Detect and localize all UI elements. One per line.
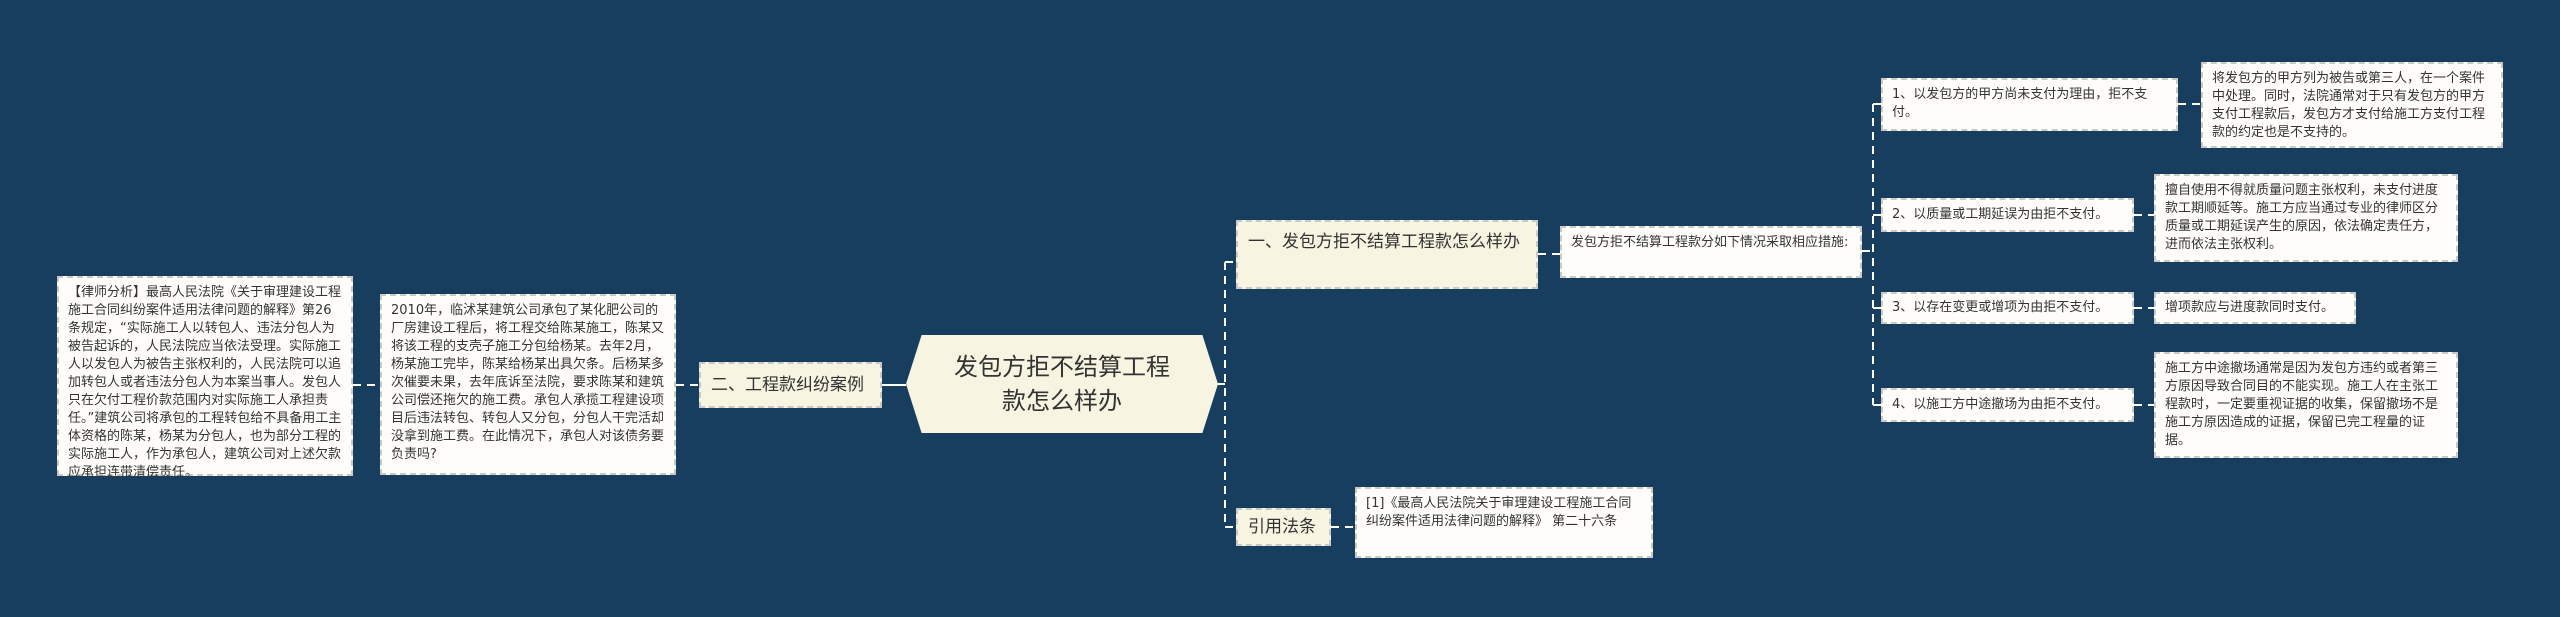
branch1-intro-node[interactable]: 发包方拒不结算工程款分如下情况采取相应措施: xyxy=(1560,226,1862,278)
branch2-node[interactable]: 引用法条 xyxy=(1236,508,1331,546)
item1-node[interactable]: 1、以发包方的甲方尚未支付为理由，拒不支付。 xyxy=(1881,78,2178,131)
branch1-node[interactable]: 一、发包方拒不结算工程款怎么样办 xyxy=(1236,220,1538,289)
item1-detail-node[interactable]: 将发包方的甲方列为被告或第三人，在一个案件中处理。同时，法院通常对于只有发包方的… xyxy=(2201,62,2503,148)
item2-node[interactable]: 2、以质量或工期延误为由拒不支付。 xyxy=(1881,198,2134,232)
analysis-node[interactable]: 【律师分析】最高人民法院《关于审理建设工程施工合同纠纷案件适用法律问题的解释》第… xyxy=(57,276,353,480)
item3-node[interactable]: 3、以存在变更或增项为由拒不支付。 xyxy=(1881,292,2134,324)
case-branch-node[interactable]: 二、工程款纠纷案例 xyxy=(699,362,882,408)
case-node[interactable]: 2010年，临沭某建筑公司承包了某化肥公司的厂房建设工程后，将工程交给陈某施工，… xyxy=(380,294,676,475)
central-topic[interactable]: 发包方拒不结算工程款怎么样办 xyxy=(906,335,1218,433)
item2-detail-node[interactable]: 擅自使用不得就质量问题主张权利，未支付进度款工期顺延等。施工方应当通过专业的律师… xyxy=(2154,174,2458,262)
citation-node[interactable]: [1]《最高人民法院关于审理建设工程施工合同纠纷案件适用法律问题的解释》 第二十… xyxy=(1355,487,1653,558)
item4-node[interactable]: 4、以施工方中途撤场为由拒不支付。 xyxy=(1881,388,2134,422)
item4-detail-node[interactable]: 施工方中途撤场通常是因为发包方违约或者第三方原因导致合同目的不能实现。施工人在主… xyxy=(2154,352,2458,458)
item3-detail-node[interactable]: 增项款应与进度款同时支付。 xyxy=(2154,292,2356,324)
